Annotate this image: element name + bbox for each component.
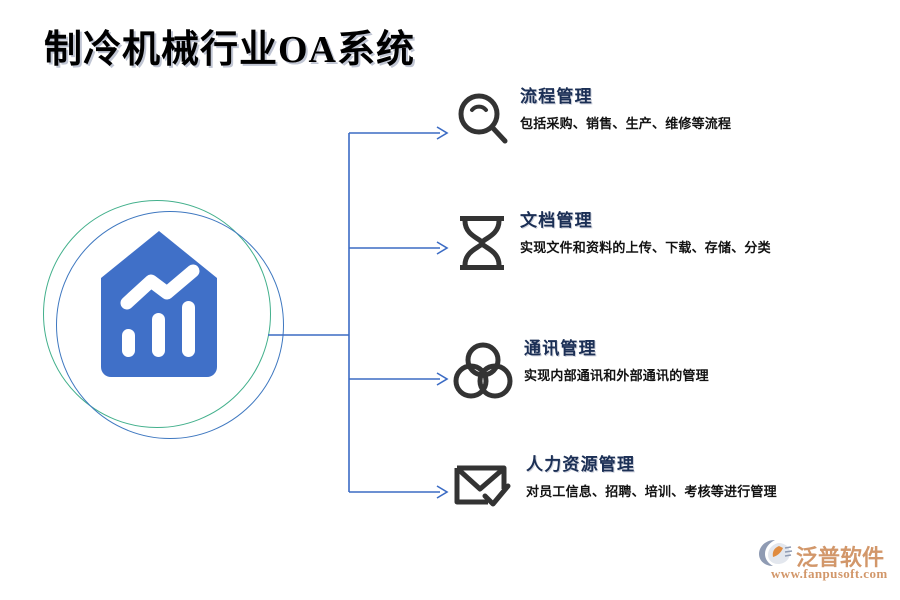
feature-item-communication-management[interactable]: 通讯管理 实现内部通讯和外部通讯的管理 bbox=[452, 338, 884, 426]
watermark-brand: 泛普软件 bbox=[796, 545, 885, 570]
feature-title: 通讯管理 bbox=[524, 339, 597, 358]
fanpusoft-logo-mark-icon bbox=[759, 540, 793, 566]
feature-item-hr-management[interactable]: 人力资源管理 对员工信息、招聘、培训、考核等进行管理 bbox=[452, 455, 882, 542]
feature-text-block: 流程管理 包括采购、销售、生产、维修等流程 bbox=[520, 86, 880, 132]
feature-text-block: 通讯管理 实现内部通讯和外部通讯的管理 bbox=[524, 338, 884, 384]
feature-title: 流程管理 bbox=[520, 87, 593, 106]
watermark-url: www.fanpusoft.com bbox=[771, 566, 888, 581]
feature-description: 包括采购、销售、生产、维修等流程 bbox=[520, 116, 732, 131]
feature-description: 实现内部通讯和外部通讯的管理 bbox=[524, 368, 709, 383]
feature-title: 文档管理 bbox=[520, 211, 593, 230]
feature-text-block: 文档管理 实现文件和资料的上传、下载、存储、分类 bbox=[520, 210, 880, 256]
watermark: 泛普软件 www.fanpusoft.com bbox=[758, 538, 890, 586]
three-circles-icon bbox=[453, 342, 513, 399]
feature-description: 实现文件和资料的上传、下载、存储、分类 bbox=[520, 240, 771, 255]
central-logo-cluster bbox=[36, 198, 292, 456]
feature-title: 人力资源管理 bbox=[526, 455, 636, 474]
page-title: 制冷机械行业OA系统 bbox=[44, 29, 416, 71]
house-chart-logo-icon bbox=[101, 231, 217, 377]
connector-arrow-3 bbox=[436, 372, 449, 386]
connector-arrow-1 bbox=[436, 126, 449, 140]
connector-arrow-2 bbox=[436, 241, 449, 255]
feature-text-block: 人力资源管理 对员工信息、招聘、培训、考核等进行管理 bbox=[526, 454, 886, 500]
feature-item-process-management[interactable]: 流程管理 包括采购、销售、生产、维修等流程 bbox=[452, 86, 882, 174]
feature-description: 对员工信息、招聘、培训、考核等进行管理 bbox=[526, 484, 777, 499]
feature-item-document-management[interactable]: 文档管理 实现文件和资料的上传、下载、存储、分类 bbox=[452, 210, 882, 298]
magnifier-icon bbox=[458, 93, 508, 144]
envelope-check-icon bbox=[454, 465, 511, 507]
connector-arrow-4 bbox=[436, 485, 449, 499]
decorative-ring-inner-icon bbox=[56, 211, 284, 439]
hourglass-icon bbox=[460, 216, 504, 270]
